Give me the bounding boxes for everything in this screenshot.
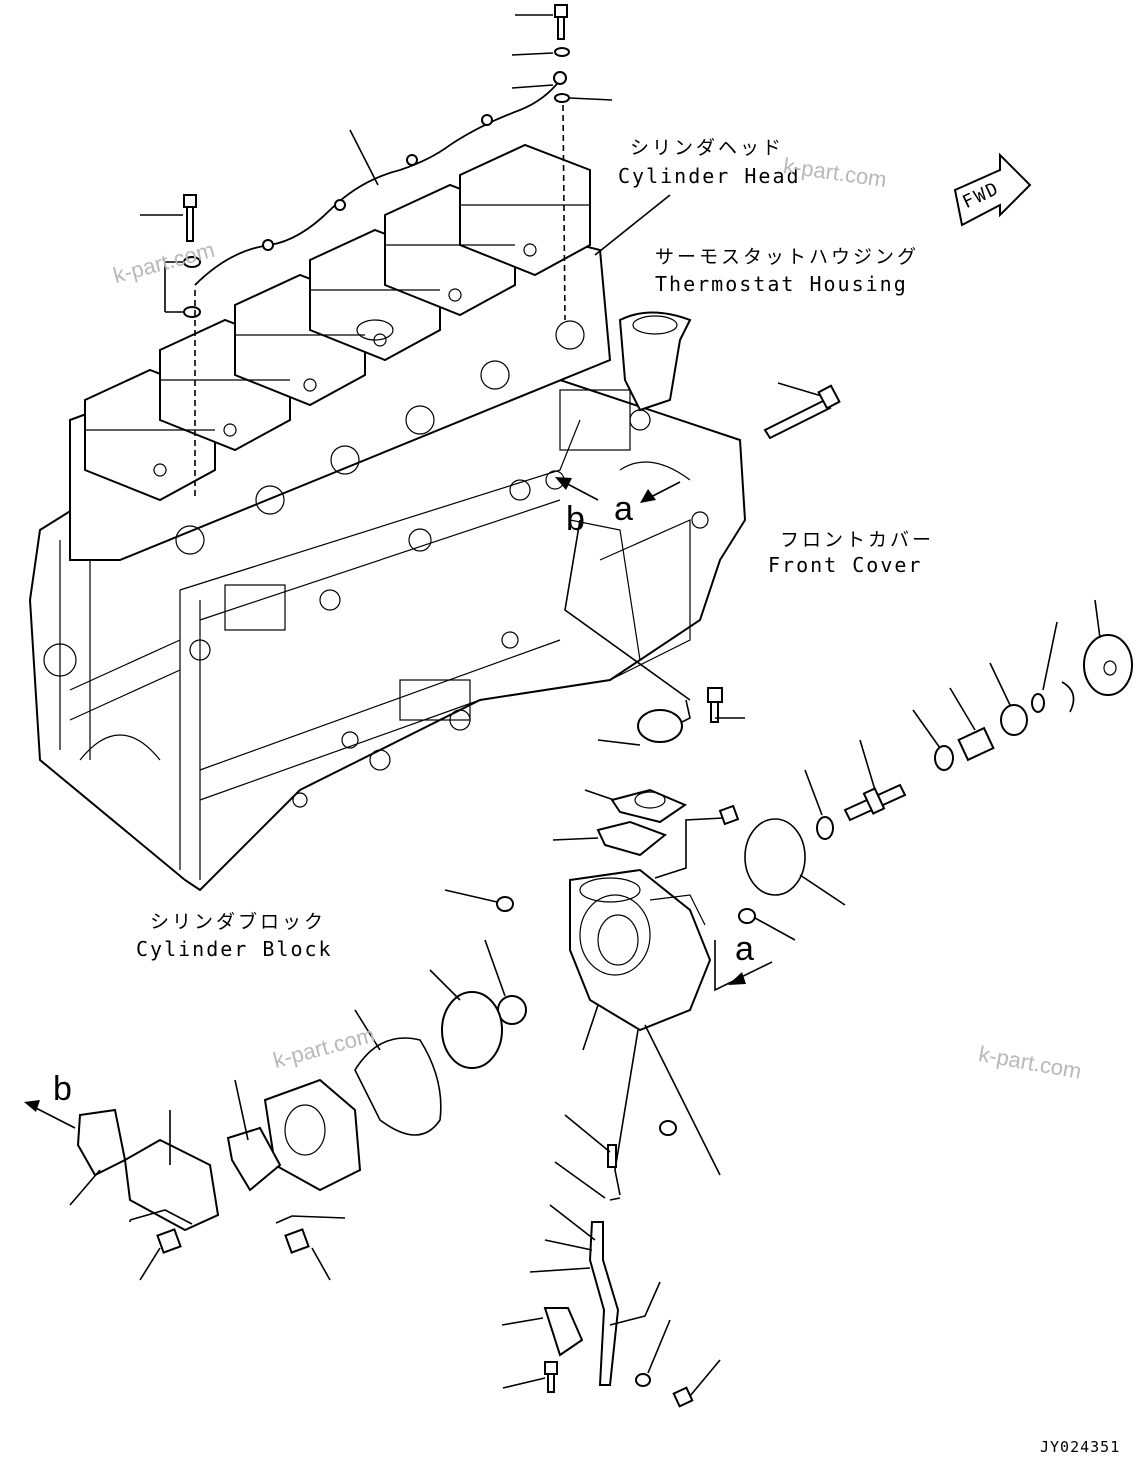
- pump-shaft-drawing: [76, 634, 1133, 1254]
- leader-lines-lower: [69, 599, 1101, 1397]
- view-marker-b-pipe: b: [53, 1070, 72, 1108]
- cylinder-block-label-en: Cylinder Block: [136, 937, 333, 961]
- thermostat-housing-label-en: Thermostat Housing: [655, 272, 908, 296]
- oil-line-drawing: [183, 4, 570, 500]
- thermostat-housing-drawing: [618, 311, 692, 412]
- fwd-arrow-icon: [953, 152, 1032, 227]
- front-cover-label-jp: フロントカバー: [780, 529, 935, 551]
- water-pump-drawing: [569, 868, 712, 1032]
- long-bolt-drawing: [763, 384, 841, 440]
- cylinder-head-label-jp: シリンダヘッド: [630, 137, 785, 159]
- cylinder-head-label-en: Cylinder Head: [618, 164, 801, 188]
- drawing-code: JY024351: [1040, 1438, 1121, 1456]
- front-cover-label-en: Front Cover: [768, 553, 923, 577]
- view-marker-a-block: a: [614, 490, 633, 528]
- view-arrows: [24, 477, 773, 1129]
- cylinder-head-drawing: [69, 143, 612, 561]
- view-marker-b-block: b: [566, 500, 585, 538]
- view-marker-a-pump: a: [735, 930, 754, 968]
- thermostat-housing-label-jp: サーモスタットハウジング: [655, 246, 920, 268]
- drain-pipe-drawing: [543, 1221, 694, 1408]
- cylinder-block-label-jp: シリンダブロック: [150, 911, 327, 933]
